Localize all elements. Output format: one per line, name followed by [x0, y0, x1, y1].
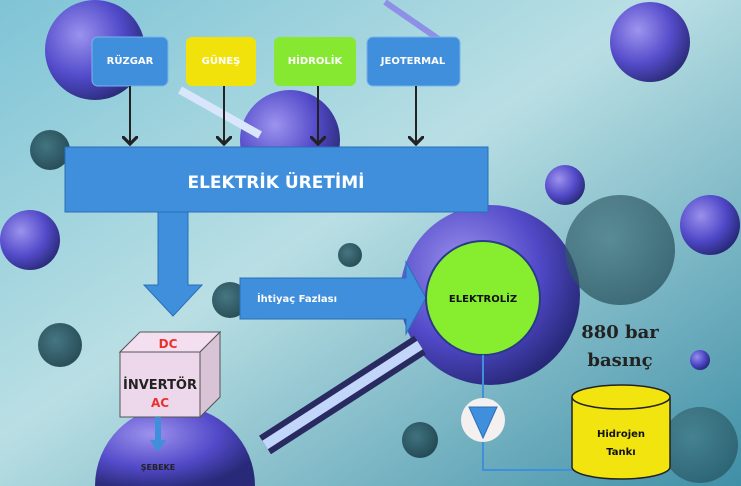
source-rüzgar: RÜZGAR: [91, 36, 169, 87]
hydrogen-pipe: [482, 355, 572, 471]
tank-label-line1: Hidrojen: [597, 429, 645, 440]
generation-label: ELEKTRİK ÜRETİMİ: [187, 171, 364, 193]
inverter-label: İNVERTÖR: [123, 377, 197, 393]
electrolysis-circle: ELEKTROLİZ: [425, 240, 541, 356]
source-hidrolik: HİDROLİK: [274, 37, 356, 86]
source-label: JEOTERMAL: [380, 56, 446, 67]
valve-icon: [461, 398, 505, 442]
grid-label: ŞEBEKE: [141, 463, 175, 472]
inverter-cube: DC İNVERTÖR AC: [118, 330, 222, 419]
hydrogen-tank: Hidrojen Tankı: [571, 384, 671, 480]
down-arrow-to-grid: [150, 417, 166, 452]
source-arrows: [130, 86, 416, 144]
tank-label-line2: Tankı: [606, 447, 635, 458]
down-arrow-to-inverter: [142, 211, 204, 317]
inverter-ac-label: AC: [151, 396, 169, 410]
pressure-label: basınç: [587, 350, 652, 371]
source-gunes: GÜNEŞ: [186, 37, 256, 86]
electricity-generation-bar: ELEKTRİK ÜRETİMİ: [64, 146, 489, 213]
pressure-value: 880 bar: [581, 322, 659, 343]
inverter-dc-label: DC: [159, 337, 178, 351]
source-jeotermal: JEOTERMAL: [366, 36, 461, 87]
source-label: HİDROLİK: [288, 53, 344, 67]
surplus-arrow: İhtiyaç Fazlası: [239, 260, 427, 336]
source-label: RÜZGAR: [107, 53, 154, 67]
surplus-label: İhtiyaç Fazlası: [257, 291, 337, 305]
electrolysis-label: ELEKTROLİZ: [449, 291, 517, 305]
source-label: GÜNEŞ: [202, 53, 241, 67]
